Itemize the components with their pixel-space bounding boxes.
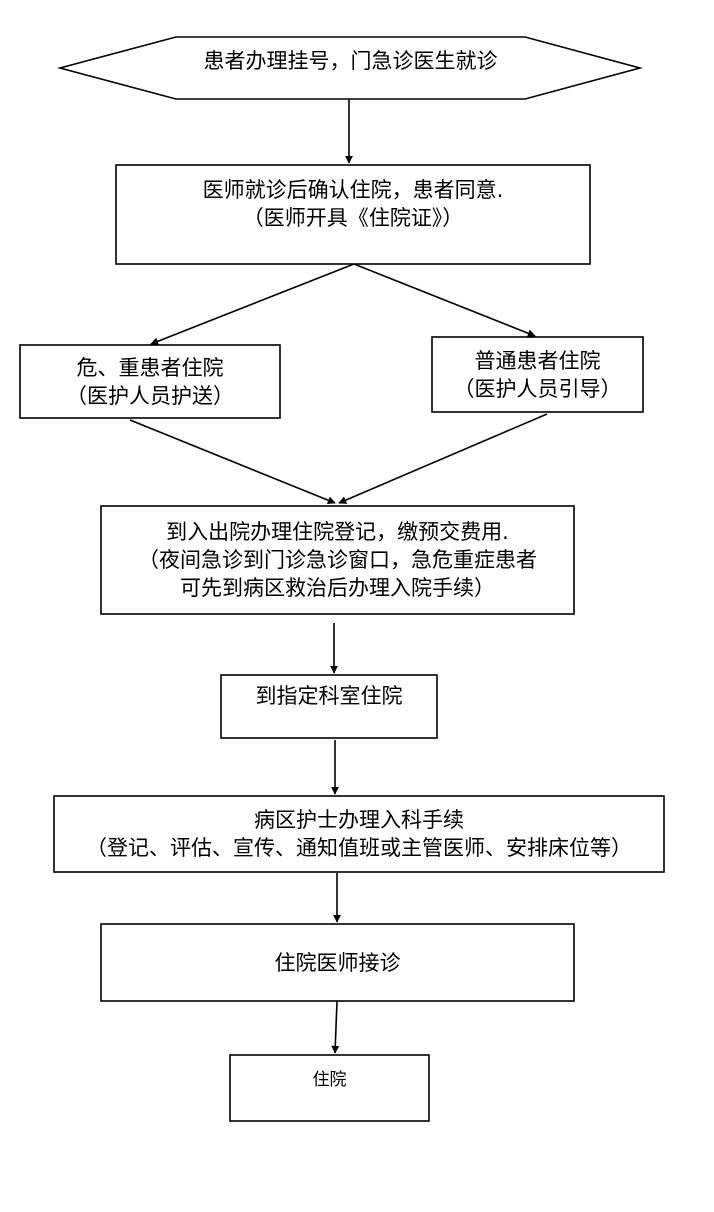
arrow-doctor-to-end — [331, 1000, 340, 1054]
critical-line-1: 危、重患者住院 — [76, 355, 224, 380]
doctor-node-label: 住院医师接诊 — [101, 924, 574, 1001]
end-node-label: 住院 — [230, 1055, 429, 1105]
register-node-label: 到入出院办理住院登记，缴预交费用. （夜间急诊到门诊急诊窗口，急危重症患者 可先… — [101, 506, 574, 614]
start-node-label: 患者办理挂号，门急诊医生就诊 — [176, 37, 525, 84]
normal-node-label: 普通患者住院 （医护人员引导） — [432, 337, 643, 412]
nurse-node-label: 病区护士办理入科手续 （登记、评估、宣传、通知值班或主管医师、安排床位等） — [54, 796, 664, 872]
arrow-confirm-to-normal — [353, 263, 536, 338]
confirm-line-2: （医师开具《住院证》） — [242, 206, 464, 230]
normal-box — [431, 336, 644, 413]
critical-node-label: 危、重患者住院 （医护人员护送） — [20, 345, 280, 418]
nurse-line-2: （登记、评估、宣传、通知值班或主管医师、安排床位等） — [86, 836, 632, 860]
start-line-1: 患者办理挂号，门急诊医生就诊 — [203, 48, 498, 73]
nurse-line-1: 病区护士办理入科手续 — [254, 808, 464, 832]
normal-line-2: （医护人员引导） — [453, 376, 622, 401]
arrow-critical-to-register — [129, 419, 336, 505]
register-box — [100, 505, 575, 615]
confirm-line-1: 医师就诊后确认住院，患者同意. — [202, 178, 504, 202]
department-node-label: 到指定科室住院 — [221, 675, 437, 717]
doctor-box — [100, 923, 575, 1002]
doctor-line-1: 住院医师接诊 — [274, 950, 401, 975]
end-box — [229, 1054, 430, 1122]
register-line-3: 可先到病区救治后办理入院手续） — [180, 576, 495, 600]
nurse-box — [53, 795, 665, 873]
register-line-2: （夜间急诊到门诊急诊窗口，急危重症患者 — [138, 548, 537, 572]
normal-line-1: 普通患者住院 — [474, 348, 601, 373]
critical-line-2: （医护人员护送） — [66, 383, 234, 408]
arrow-normal-to-register — [338, 413, 548, 504]
start-hexagon — [56, 36, 644, 100]
arrow-confirm-to-critical — [150, 263, 355, 346]
department-line-1: 到指定科室住院 — [255, 684, 403, 708]
end-line-1: 住院 — [312, 1070, 347, 1090]
critical-box — [19, 344, 281, 419]
register-line-1: 到入出院办理住院登记，缴预交费用. — [166, 520, 509, 544]
confirm-node-label: 医师就诊后确认住院，患者同意. （医师开具《住院证》） — [116, 165, 590, 243]
department-box — [220, 674, 438, 739]
confirm-box — [115, 164, 591, 265]
